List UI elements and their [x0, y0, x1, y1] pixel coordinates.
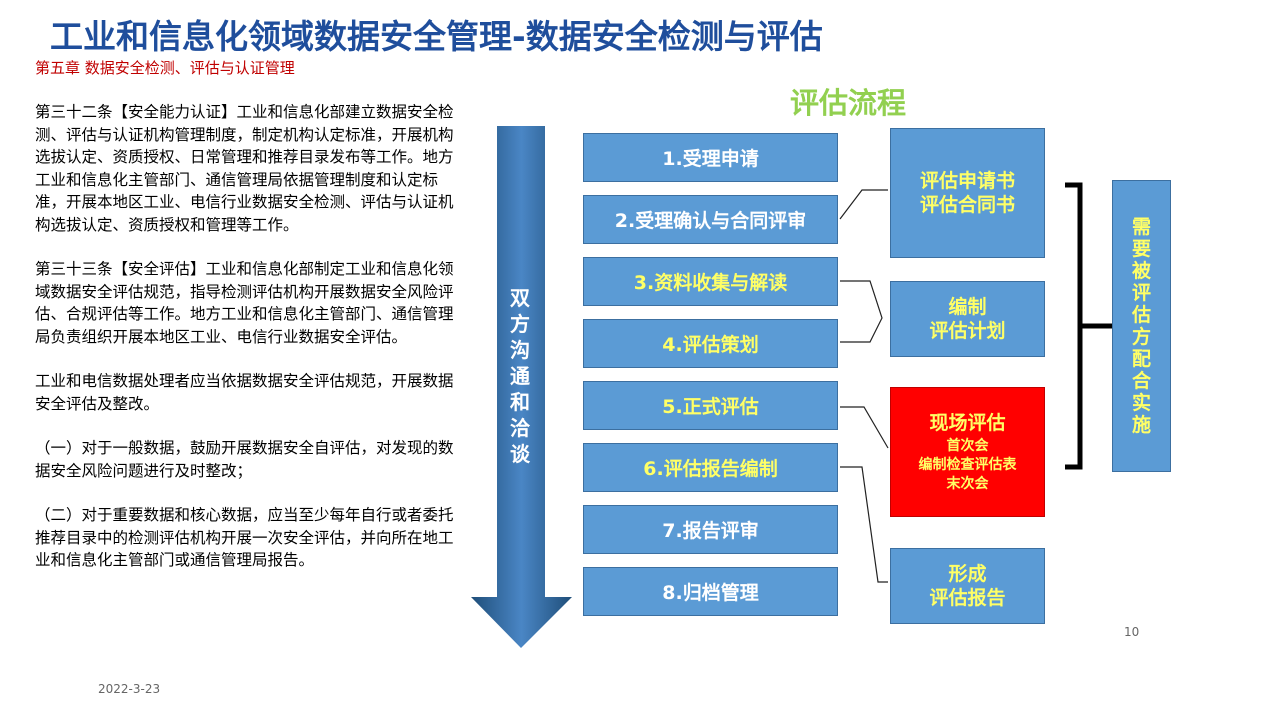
step-1: 1.受理申请	[583, 133, 838, 182]
chapter-subtitle: 第五章 数据安全检测、评估与认证管理	[35, 59, 295, 77]
arrow-label: 双方沟通和洽谈	[510, 286, 530, 466]
step-2: 2.受理确认与合同评审	[583, 195, 838, 244]
communication-arrow	[471, 126, 572, 648]
connector-step5-box3	[840, 406, 889, 449]
side-box-plan-line1: 编制	[948, 296, 987, 318]
step-6: 6.评估报告编制	[583, 443, 838, 492]
side-box-application-line2: 评估合同书	[919, 194, 1015, 216]
side-box-application: 评估申请书 评估合同书	[890, 128, 1045, 258]
connector-step34-box2	[840, 280, 883, 343]
side-box-report: 形成 评估报告	[890, 548, 1045, 624]
connector-step2-box1	[839, 189, 888, 220]
page-number: 10	[1124, 625, 1140, 639]
side-box-onsite-item: 末次会	[946, 475, 989, 492]
paragraph-general-data: （一）对于一般数据，鼓励开展数据安全自评估，对发现的数据安全风险问题进行及时整改…	[35, 439, 454, 480]
step-7: 7.报告评审	[583, 505, 838, 554]
paragraph-article-33: 第三十三条【安全评估】工业和信息化部制定工业和信息化领域数据安全评估规范，指导检…	[35, 260, 454, 346]
slide-date: 2022-3-23	[98, 682, 161, 696]
side-box-onsite-item: 首次会	[946, 437, 989, 454]
paragraph-article-32: 第三十二条【安全能力认证】工业和信息化部建立数据安全检测、评估与认证机构管理制度…	[35, 103, 454, 234]
side-box-application-line1: 评估申请书	[919, 170, 1015, 192]
paragraph-processor-duty: 工业和电信数据处理者应当依据数据安全评估规范，开展数据安全评估及整改。	[35, 372, 454, 413]
side-box-onsite-item: 编制检查评估表	[918, 456, 1017, 473]
requirement-box: 需要被评估方配合实施	[1112, 180, 1171, 472]
regulation-text: 第三十二条【安全能力认证】工业和信息化部建立数据安全检测、评估与认证机构管理制度…	[35, 101, 460, 594]
side-box-report-line1: 形成	[948, 563, 987, 585]
step-3: 3.资料收集与解读	[583, 257, 838, 306]
flow-title: 评估流程	[790, 86, 907, 120]
step-4: 4.评估策划	[583, 319, 838, 368]
side-box-plan: 编制 评估计划	[890, 281, 1045, 357]
step-5: 5.正式评估	[583, 381, 838, 430]
step-8: 8.归档管理	[583, 567, 838, 616]
requirement-text: 需要被评估方配合实施	[1131, 216, 1151, 436]
side-box-onsite: 现场评估 首次会 编制检查评估表 末次会	[890, 387, 1045, 517]
page-title: 工业和信息化领域数据安全管理-数据安全检测与评估	[50, 17, 823, 56]
side-box-plan-line2: 评估计划	[929, 320, 1006, 342]
paragraph-important-data: （二）对于重要数据和核心数据，应当至少每年自行或者委托推荐目录中的检测评估机构开…	[35, 506, 454, 569]
side-box-report-line2: 评估报告	[929, 587, 1006, 609]
bracket	[1065, 182, 1083, 470]
connector-step6-box4	[840, 466, 888, 583]
side-box-onsite-title: 现场评估	[929, 411, 1006, 434]
